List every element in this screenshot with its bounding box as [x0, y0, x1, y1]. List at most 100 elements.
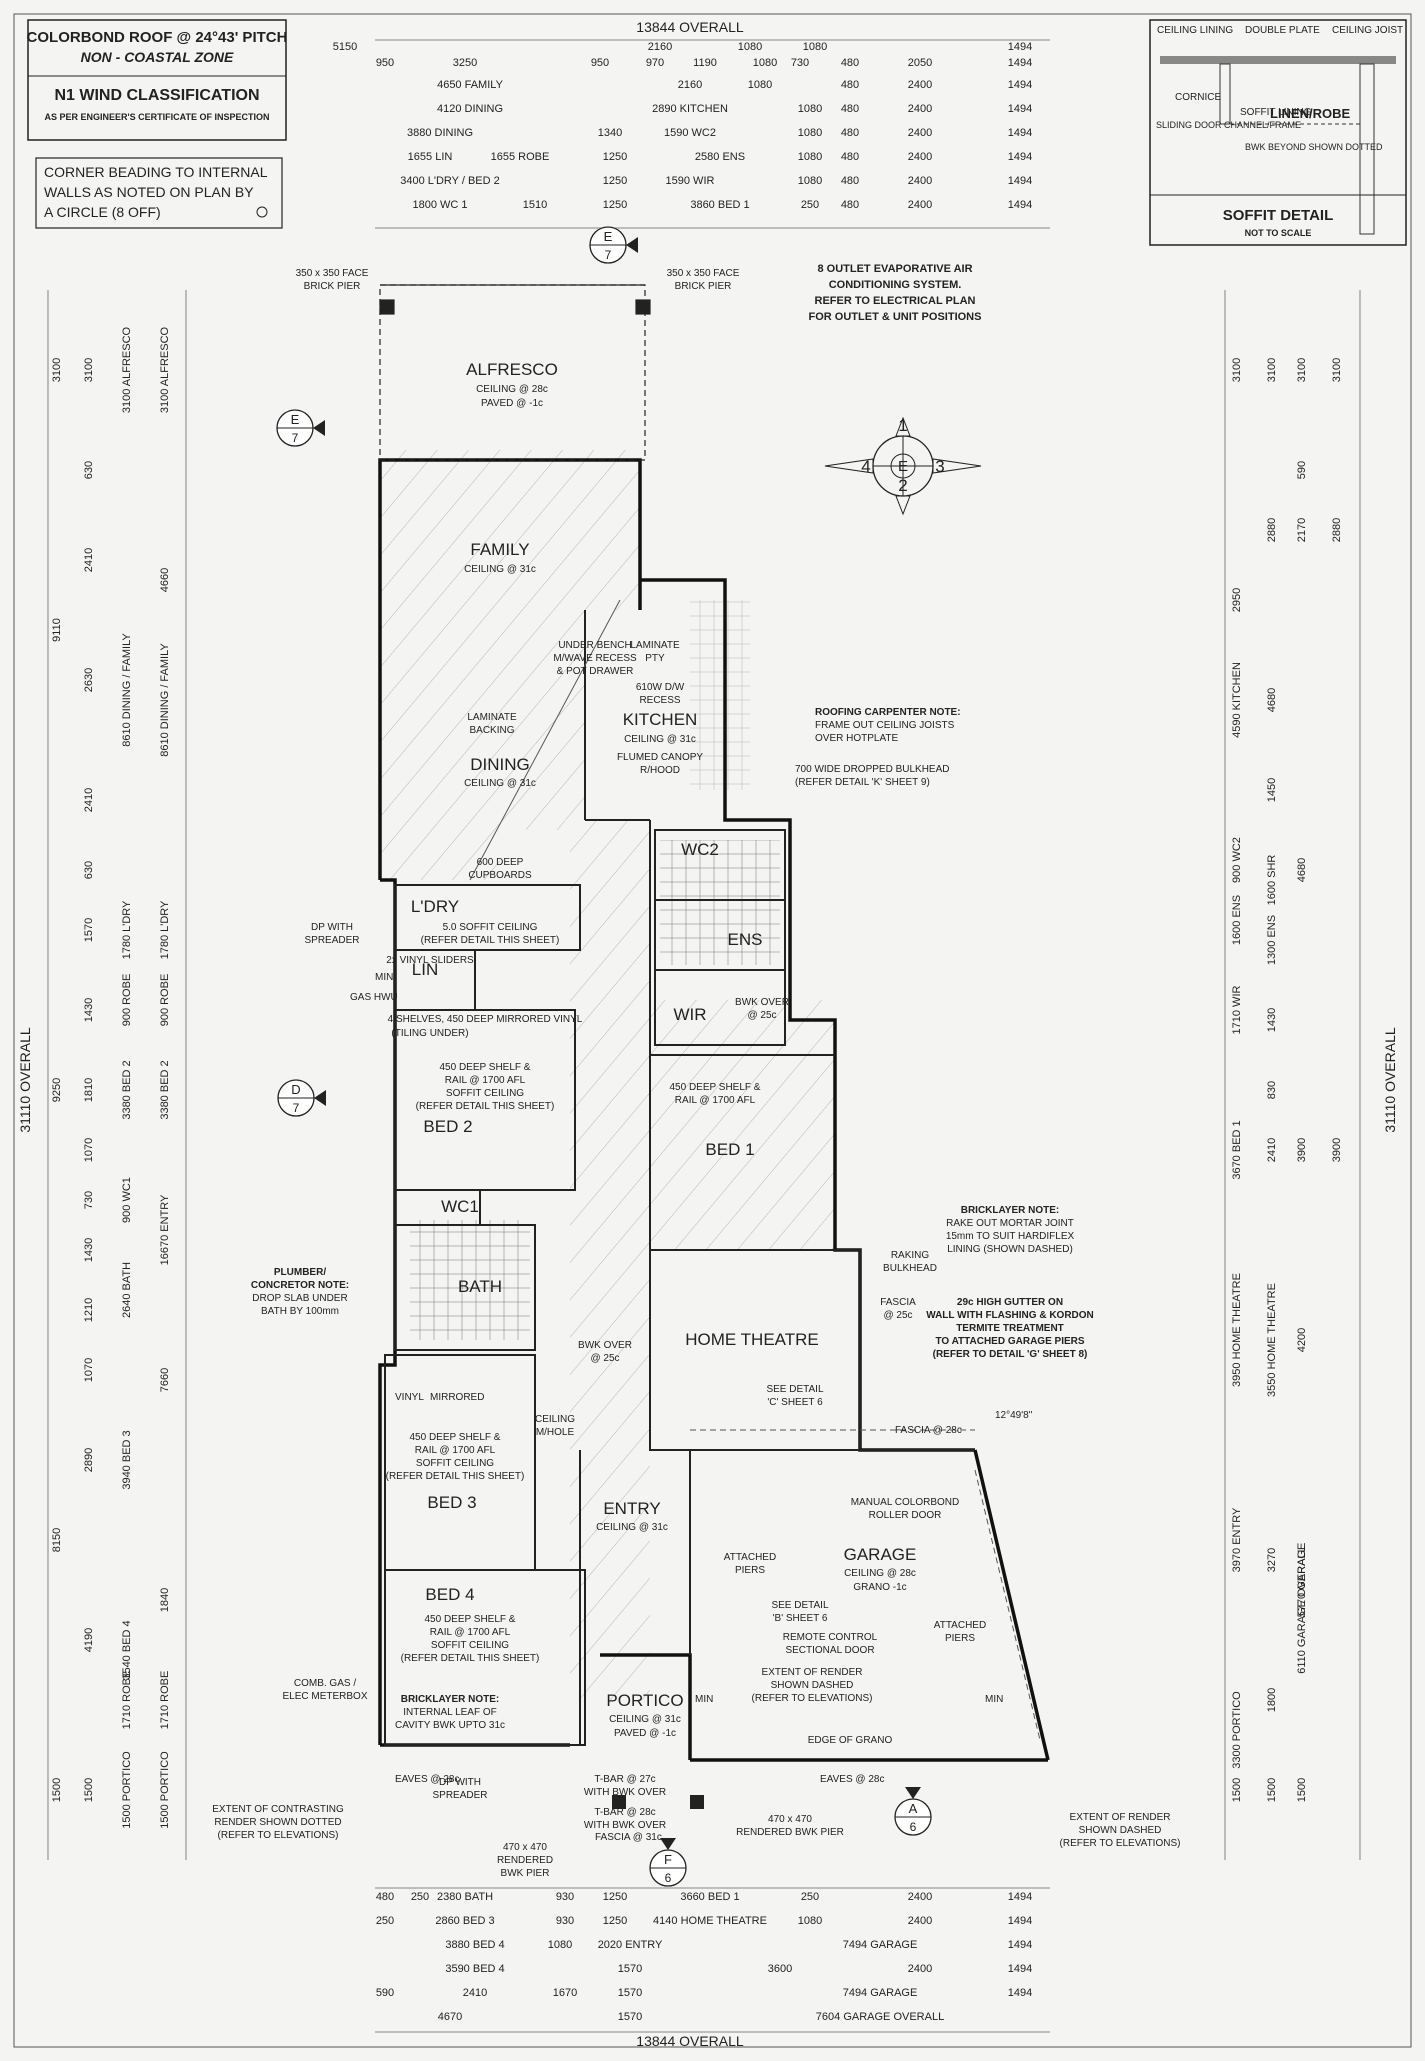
dim-top-7-5: 480 — [841, 199, 859, 211]
room-wc1: WC1 — [441, 1197, 479, 1216]
dim-top-5-2: 1250 — [603, 151, 627, 163]
dim-left-3-3: 1780 L'DRY — [159, 900, 171, 959]
dim-right-2-0: 3100 — [1296, 358, 1308, 382]
dim-left-3-10: 1500 PORTICO — [159, 1751, 171, 1829]
alfresco-frame — [379, 284, 651, 461]
svg-text:PAVED @ -1c: PAVED @ -1c — [481, 398, 543, 409]
fixture-labels: 600 DEEP CUPBOARDS UNDER BENCH M/WAVE RE… — [350, 640, 1033, 1843]
wind-sub-text: AS PER ENGINEER'S CERTIFICATE OF INSPECT… — [45, 112, 270, 122]
dim-bottom-5-2: 7604 GARAGE OVERALL — [816, 2011, 944, 2023]
svg-text:PLUMBER/: PLUMBER/ — [274, 1267, 326, 1278]
dim-top-1-9: 1494 — [1008, 57, 1032, 69]
svg-text:SECTIONAL DOOR: SECTIONAL DOOR — [785, 1645, 874, 1656]
svg-text:EXTENT OF RENDER: EXTENT OF RENDER — [762, 1667, 863, 1678]
svg-text:2: 2 — [898, 476, 907, 495]
dim-top-3-1: 2890 KITCHEN — [652, 103, 728, 115]
dim-left-2-9: 1710 ROBE — [121, 1671, 133, 1730]
dim-right-1-10: 3270 — [1266, 1548, 1278, 1572]
svg-text:@ 25c: @ 25c — [590, 1353, 619, 1364]
dim-left-3-5: 3380 BED 2 — [159, 1060, 171, 1119]
svg-text:4 SHELVES, 450 DEEP MIRRORED V: 4 SHELVES, 450 DEEP MIRRORED VINYL — [388, 1014, 583, 1025]
svg-text:EAVES @ 28c: EAVES @ 28c — [820, 1774, 884, 1785]
room-entry: ENTRY — [603, 1499, 660, 1518]
svg-text:ROLLER DOOR: ROLLER DOOR — [869, 1510, 942, 1521]
dim-right-2-6: 5770 GARAGE — [1296, 1543, 1308, 1618]
svg-text:450 DEEP SHELF &: 450 DEEP SHELF & — [670, 1082, 761, 1093]
dim-right-0-10: 1500 — [1231, 1778, 1243, 1802]
room-home-theatre: HOME THEATRE — [685, 1330, 819, 1349]
svg-text:7: 7 — [293, 1101, 300, 1115]
dim-bottom-3-1: 1570 — [618, 1963, 642, 1975]
room-bed1: BED 1 — [705, 1140, 754, 1159]
room-bed2: BED 2 — [423, 1117, 472, 1136]
rendered-pier-note-left: 470 x 470 RENDERED BWK PIER — [497, 1842, 553, 1879]
svg-text:SHOWN DASHED: SHOWN DASHED — [1079, 1825, 1162, 1836]
portico-pier-right — [690, 1795, 704, 1809]
dim-right-1-11: 1800 — [1266, 1688, 1278, 1712]
render-dashed-note: EXTENT OF RENDER SHOWN DASHED (REFER TO … — [1060, 1812, 1181, 1849]
svg-text:'B' SHEET 6: 'B' SHEET 6 — [773, 1613, 828, 1624]
dim-bottom-2-0: 3880 BED 4 — [445, 1939, 504, 1951]
svg-text:CONCRETOR NOTE:: CONCRETOR NOTE: — [251, 1280, 349, 1291]
dim-right-1-2: 4680 — [1266, 688, 1278, 712]
svg-text:BATH BY 100mm: BATH BY 100mm — [261, 1306, 339, 1317]
dim-bottom-0-8: 1494 — [1008, 1891, 1032, 1903]
svg-text:ATTACHED: ATTACHED — [724, 1552, 776, 1563]
svg-text:450 DEEP SHELF &: 450 DEEP SHELF & — [440, 1062, 531, 1073]
dim-bottom-5-1: 1570 — [618, 2011, 642, 2023]
svg-text:SHOWN DASHED: SHOWN DASHED — [771, 1680, 854, 1691]
svg-text:SOFFIT CEILING: SOFFIT CEILING — [431, 1640, 509, 1651]
dim-bottom-1-5: 1080 — [798, 1915, 822, 1927]
svg-text:FASCIA @ 31c: FASCIA @ 31c — [595, 1832, 662, 1843]
dim-top-1-0: 950 — [376, 57, 394, 69]
svg-text:E: E — [291, 412, 300, 427]
roof-pitch-text: COLORBOND ROOF @ 24°43' PITCH — [27, 29, 288, 46]
meterbox-note: COMB. GAS / ELEC METERBOX — [282, 1678, 367, 1702]
svg-text:SPREADER: SPREADER — [304, 935, 359, 946]
svg-text:BRICK PIER: BRICK PIER — [304, 281, 361, 292]
dim-left-2-2: 1780 L'DRY — [121, 900, 133, 959]
dim-top-4-0: 3880 DINING — [407, 127, 473, 139]
svg-text:(REFER DETAIL THIS SHEET): (REFER DETAIL THIS SHEET) — [416, 1101, 555, 1112]
dim-bottom-2-3: 7494 GARAGE — [843, 1939, 918, 1951]
dim-right-1-7: 830 — [1266, 1081, 1278, 1099]
svg-text:SOFFIT CEILING: SOFFIT CEILING — [416, 1458, 494, 1469]
svg-text:WITH BWK OVER: WITH BWK OVER — [584, 1787, 666, 1798]
dim-bottom-2-1: 1080 — [548, 1939, 572, 1951]
room-wir: WIR — [673, 1005, 706, 1024]
dim-top-0-3: 1080 — [803, 41, 827, 53]
dim-right-1-9: 3550 HOME THEATRE — [1266, 1283, 1278, 1397]
svg-text:RAKING: RAKING — [891, 1250, 930, 1261]
room-labels: ALFRESCO CEILING @ 28c PAVED @ -1c FAMIL… — [411, 360, 917, 1739]
dim-left-3-2: 8610 DINING / FAMILY — [159, 643, 171, 757]
svg-text:REMOTE CONTROL: REMOTE CONTROL — [783, 1632, 878, 1643]
dim-bottom-4-2: 1670 — [553, 1987, 577, 1999]
dim-bottom-3-3: 2400 — [908, 1963, 932, 1975]
overall-top-label: 13844 OVERALL — [636, 19, 744, 35]
dim-top-4-6: 1494 — [1008, 127, 1032, 139]
dim-top-7-4: 250 — [801, 199, 819, 211]
dim-bottom-4-0: 590 — [376, 1987, 394, 1999]
soffit-label-bwk-beyond: BWK BEYOND SHOWN DOTTED — [1245, 142, 1383, 152]
svg-text:LINING (SHOWN DASHED): LINING (SHOWN DASHED) — [947, 1244, 1073, 1255]
dim-top-5-5: 480 — [841, 151, 859, 163]
portico-pier-left — [612, 1795, 626, 1809]
svg-text:RECESS: RECESS — [639, 695, 680, 706]
svg-text:3: 3 — [935, 457, 944, 476]
svg-text:A: A — [909, 1801, 918, 1816]
svg-text:470 x 470: 470 x 470 — [768, 1814, 812, 1825]
dim-top-1-3: 970 — [646, 57, 664, 69]
dim-bottom-0-6: 250 — [801, 1891, 819, 1903]
dim-top-1-5: 1080 — [753, 57, 777, 69]
soffit-label-sliding-door: SLIDING DOOR CHANNEL/FRAME — [1156, 120, 1301, 130]
svg-text:LAMINATE: LAMINATE — [630, 640, 680, 651]
beading-line-2: WALLS AS NOTED ON PLAN BY — [44, 184, 254, 200]
svg-text:600 DEEP: 600 DEEP — [477, 857, 524, 868]
dim-left-1-14: 2890 — [83, 1448, 95, 1472]
dim-left-1-5: 630 — [83, 861, 95, 879]
section-marker-e-top: E 7 — [589, 226, 638, 264]
dim-right-2-7: 6110 GARAGE OVERALL — [1296, 1546, 1308, 1674]
svg-text:CONDITIONING SYSTEM.: CONDITIONING SYSTEM. — [829, 279, 962, 291]
dim-top-0-4: 1494 — [1008, 41, 1032, 53]
svg-text:M/HOLE: M/HOLE — [536, 1427, 575, 1438]
